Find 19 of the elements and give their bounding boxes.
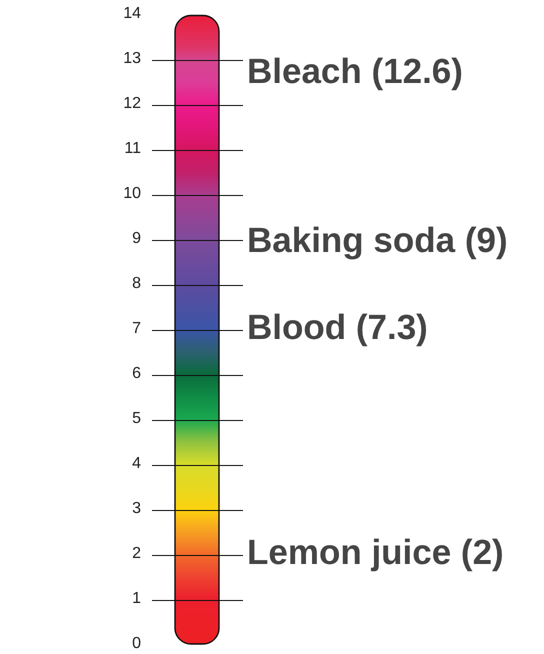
scale-number: 2 bbox=[132, 545, 141, 563]
scale-number: 8 bbox=[132, 275, 141, 293]
substance-label: Bleach (12.6) bbox=[247, 52, 463, 92]
scale-number: 7 bbox=[132, 320, 141, 338]
scale-number: 11 bbox=[124, 140, 141, 158]
scale-number: 4 bbox=[132, 455, 141, 473]
scale-number: 12 bbox=[123, 95, 141, 113]
scale-number: 14 bbox=[123, 5, 141, 23]
scale-number: 9 bbox=[132, 230, 141, 248]
scale-number: 0 bbox=[132, 635, 141, 653]
scale-number: 1 bbox=[132, 590, 141, 608]
substance-label: Blood (7.3) bbox=[247, 308, 428, 348]
substance-label: Baking soda (9) bbox=[247, 222, 508, 260]
scale-number: 3 bbox=[132, 500, 141, 518]
substance-label: Lemon juice (2) bbox=[247, 534, 504, 572]
scale-number: 10 bbox=[123, 185, 141, 203]
scale-number: 5 bbox=[132, 410, 141, 428]
scale-number: 13 bbox=[123, 50, 141, 68]
scale-number: 6 bbox=[132, 365, 141, 383]
